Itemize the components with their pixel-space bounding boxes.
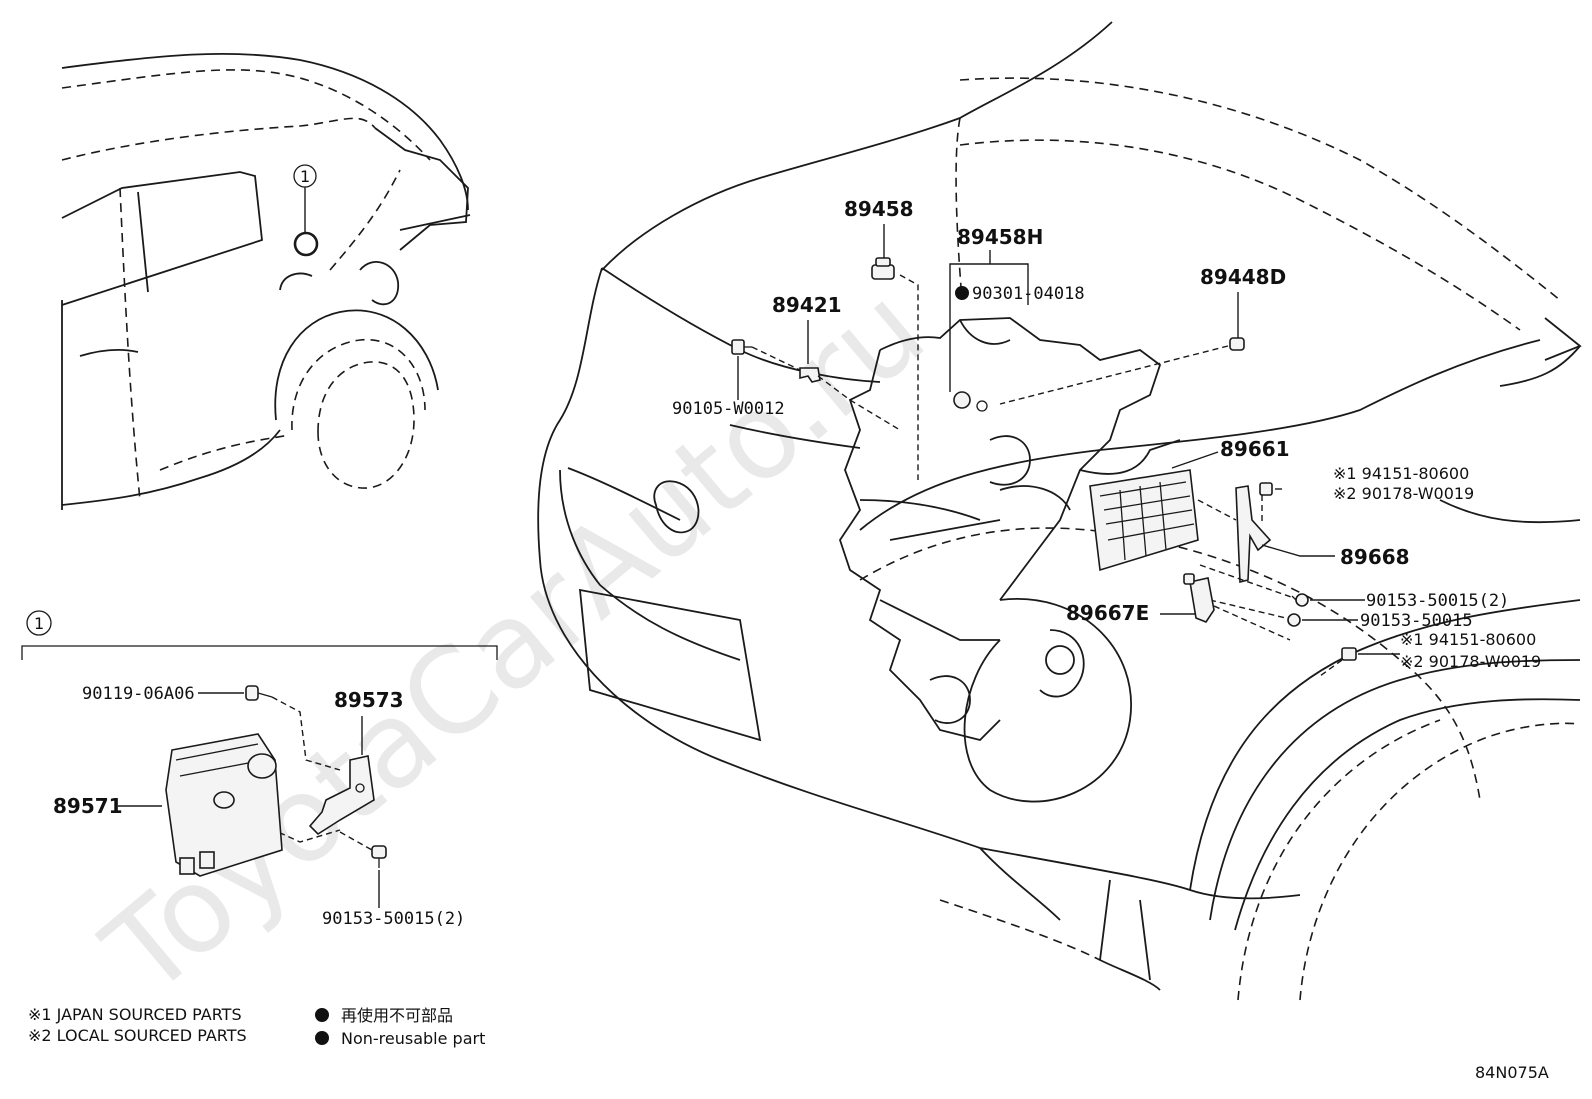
legend-nonreusable-jp: 再使用不可部品 (341, 1006, 453, 1025)
detail-1-header: 1 (21, 610, 498, 660)
part-90119-06A06[interactable]: 90119-06A06 (82, 684, 341, 771)
nonreusable-dot-icon (315, 1008, 329, 1022)
label-89667E: 89667E (1066, 601, 1149, 625)
label-90105-W0012: 90105-W0012 (672, 399, 785, 419)
part-89458[interactable]: 89458 (844, 197, 919, 480)
label-89571: 89571 (53, 794, 123, 818)
part-89668[interactable]: 89668 (1197, 485, 1410, 584)
label-89448D: 89448D (1200, 265, 1286, 289)
nonreusable-dot-icon (315, 1031, 329, 1045)
part-89421[interactable]: 89421 (772, 293, 901, 431)
label-89458H: 89458H (957, 225, 1043, 249)
part-90153-50015[interactable]: 90153-50015 (1209, 599, 1473, 631)
part-89448D[interactable]: 89448D (999, 265, 1286, 405)
part-90105-W0012[interactable]: 90105-W0012 (672, 339, 801, 419)
part-89661[interactable]: 89661 (1089, 437, 1290, 572)
label-94151-80600-upper: ※1 94151-80600 (1333, 464, 1469, 483)
part-nut-upper[interactable]: ※1 94151-80600 ※2 90178-W0019 (1259, 464, 1474, 525)
part-89667E[interactable]: 89667E (1066, 573, 1291, 641)
rear-vehicle-outline (61, 52, 471, 510)
label-90153-50015-2-lower: 90153-50015(2) (322, 909, 465, 929)
label-90153-50015: 90153-50015 (1360, 611, 1473, 631)
nonreusable-dot-icon (955, 286, 969, 300)
label-90153-50015-2-upper: 90153-50015(2) (1366, 591, 1509, 611)
part-89458H[interactable]: 89458H (949, 225, 1043, 412)
legend: ※1 JAPAN SOURCED PARTS ※2 LOCAL SOURCED … (28, 1005, 485, 1048)
label-90178-W0019-upper: ※2 90178-W0019 (1333, 484, 1474, 503)
label-89573: 89573 (334, 688, 404, 712)
callout-number: 1 (300, 167, 310, 186)
detail-callout-number: 1 (34, 614, 44, 633)
front-vehicle-outline (537, 21, 1582, 1001)
label-94151-80600-lower: ※1 94151-80600 (1400, 630, 1536, 649)
label-90178-W0019-lower: ※2 90178-W0019 (1400, 652, 1541, 671)
callout-1-marker: 1 (293, 164, 319, 257)
part-90301-04018[interactable]: 90301-04018 (955, 284, 1085, 304)
label-89668: 89668 (1340, 545, 1410, 569)
legend-note-1: ※1 JAPAN SOURCED PARTS (28, 1005, 242, 1024)
part-90153-50015-2-upper[interactable]: 90153-50015(2) (1199, 564, 1509, 611)
part-90153-50015-2-lower[interactable]: 90153-50015(2) (322, 831, 465, 929)
legend-nonreusable-en: Non-reusable part (341, 1029, 485, 1048)
label-89661: 89661 (1220, 437, 1290, 461)
part-89573[interactable]: 89573 (251, 688, 404, 843)
engine-assembly (839, 317, 1181, 803)
label-90301-04018: 90301-04018 (972, 284, 1085, 304)
label-89421: 89421 (772, 293, 842, 317)
label-89458: 89458 (844, 197, 914, 221)
legend-note-2: ※2 LOCAL SOURCED PARTS (28, 1026, 247, 1045)
diagram-code: 84N075A (1475, 1063, 1549, 1082)
part-nut-lower[interactable]: ※1 94151-80600 ※2 90178-W0019 (1319, 630, 1541, 677)
part-89571[interactable]: 89571 (53, 733, 283, 877)
label-90119-06A06: 90119-06A06 (82, 684, 195, 704)
